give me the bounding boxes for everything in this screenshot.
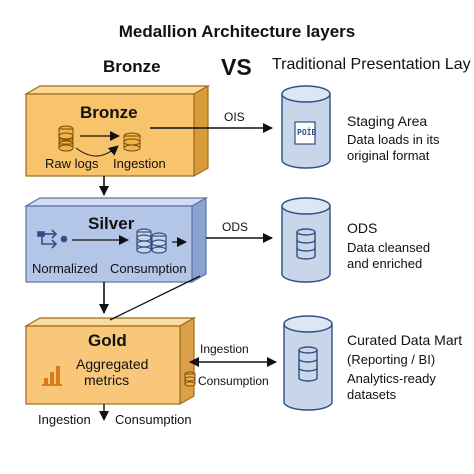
consumption-label: Consumption (110, 261, 187, 276)
staging-area-cylinder (281, 85, 331, 169)
raw-logs-database-icon (58, 125, 74, 152)
bronze-layer-title: Bronze (80, 103, 138, 122)
normalized-label: Normalized (32, 261, 98, 276)
ois-label: OIS (224, 110, 245, 124)
ingestion-database-icon (123, 132, 141, 152)
silver-layer-title: Silver (88, 214, 135, 233)
ods-connector-label: ODS (222, 220, 249, 234)
staging-area-title: Staging Area (347, 113, 428, 129)
normalized-flow-icon (37, 229, 68, 249)
ods-cylinder (281, 197, 331, 283)
metrics-label: metrics (84, 372, 130, 388)
bar-chart-icon (42, 366, 62, 386)
ods-title: ODS (347, 220, 378, 236)
data-mart-line1: (Reporting / BI) (347, 352, 436, 367)
gold-side-database-icon (184, 371, 196, 387)
mart-database-icon (298, 346, 318, 382)
staging-area-line1: Data loads in its (347, 132, 440, 147)
gold-consumption-label: Consumption (198, 374, 269, 388)
ods-line2: and enriched (347, 256, 423, 271)
diagram-title: Medallion Architecture layers (118, 22, 356, 41)
data-mart-cylinder (283, 315, 333, 411)
silver-to-gold-diagonal-line (109, 275, 201, 321)
data-mart-line2: Analytics-ready (347, 371, 436, 386)
bottom-ingestion-label: Ingestion (38, 412, 91, 427)
header-vs-label: VS (221, 54, 252, 80)
bronze-loop-arrow (75, 145, 119, 157)
gold-layer-box (23, 316, 197, 406)
ingestion-label: Ingestion (113, 156, 166, 171)
aggregated-label: Aggregated (76, 356, 149, 372)
ods-database-icon (296, 228, 316, 260)
consumption-database-icon (136, 228, 167, 254)
ods-line1: Data cleansed (347, 240, 431, 255)
raw-logs-label: Raw logs (45, 156, 99, 171)
gold-layer-title: Gold (88, 331, 127, 350)
staging-area-line2: original format (347, 148, 430, 163)
staging-icon-text: POİB (297, 128, 317, 137)
data-mart-line3: datasets (347, 387, 397, 402)
gold-ingestion-connector-label: Ingestion (200, 342, 249, 356)
data-mart-title: Curated Data Mart (347, 332, 463, 348)
header-right-label: Traditional Presentation Lay (272, 56, 471, 73)
header-left-label: Bronze (103, 57, 161, 76)
document-icon (294, 121, 316, 145)
bottom-consumption-label: Consumption (115, 412, 192, 427)
